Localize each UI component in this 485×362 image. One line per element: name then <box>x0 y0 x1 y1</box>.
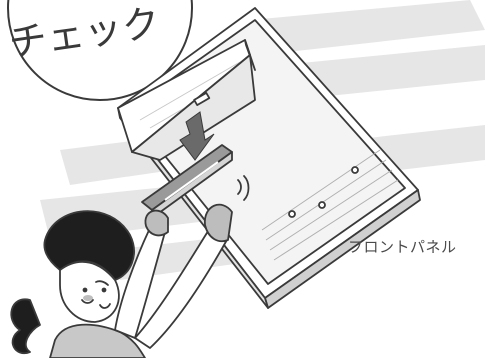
front-panel-label: フロントパネル <box>348 236 457 257</box>
